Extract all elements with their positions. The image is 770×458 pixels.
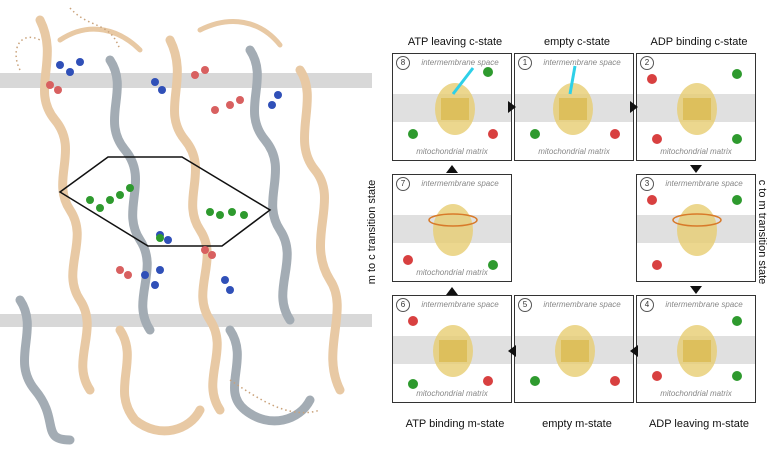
panel-state-3: 3 intermembrane space bbox=[636, 174, 756, 282]
state-number-5: 5 bbox=[518, 298, 532, 312]
residues-green bbox=[86, 184, 248, 242]
state-title-3: c to m transition state bbox=[756, 179, 768, 285]
matrix-label: mitochondrial matrix bbox=[660, 147, 732, 156]
state-title-2: ADP binding c-state bbox=[650, 36, 748, 48]
arrow-6-to-7 bbox=[446, 287, 458, 295]
protein-structure bbox=[0, 0, 375, 453]
intermembrane-label: intermembrane space bbox=[421, 179, 499, 188]
arrow-3-to-4 bbox=[690, 286, 702, 294]
matrix-label: mitochondrial matrix bbox=[416, 268, 488, 277]
state-title-6: ATP binding m-state bbox=[405, 418, 505, 430]
panel-state-4: 4 intermembrane space mitochondrial matr… bbox=[636, 295, 756, 403]
panel-state-1: 1 intermembrane space mitochondrial matr… bbox=[514, 53, 634, 161]
intermembrane-label: intermembrane space bbox=[421, 300, 499, 309]
panel-state-8: 8 intermembrane space mitochondrial matr… bbox=[392, 53, 512, 161]
matrix-label: mitochondrial matrix bbox=[538, 147, 610, 156]
membrane-band-bottom bbox=[0, 314, 372, 327]
residues-blue bbox=[56, 58, 282, 294]
residues-red bbox=[46, 66, 244, 279]
panel-state-5: 5 intermembrane space bbox=[514, 295, 634, 403]
state-title-8: ATP leaving c-state bbox=[407, 36, 503, 48]
panel-state-7: 7 intermembrane space mitochondrial matr… bbox=[392, 174, 512, 282]
matrix-label: mitochondrial matrix bbox=[660, 389, 732, 398]
state-title-1: empty c-state bbox=[543, 36, 611, 48]
arrow-1-to-2 bbox=[630, 101, 638, 113]
panel-state-6: 6 intermembrane space mitochondrial matr… bbox=[392, 295, 512, 403]
arrow-7-to-8 bbox=[446, 165, 458, 173]
disordered-loops bbox=[15, 7, 321, 414]
arrow-5-to-6 bbox=[508, 345, 516, 357]
intermembrane-label: intermembrane space bbox=[421, 58, 499, 67]
intermembrane-label: intermembrane space bbox=[543, 300, 621, 309]
state-title-5: empty m-state bbox=[542, 418, 612, 430]
membrane-band-top bbox=[0, 73, 372, 88]
intermembrane-label: intermembrane space bbox=[543, 58, 621, 67]
state-number-3: 3 bbox=[640, 177, 654, 191]
state-number-4: 4 bbox=[640, 298, 654, 312]
arrow-4-to-5 bbox=[630, 345, 638, 357]
state-number-6: 6 bbox=[396, 298, 410, 312]
binding-site-hexagon bbox=[58, 156, 272, 247]
matrix-label: mitochondrial matrix bbox=[416, 147, 488, 156]
helix-ribbons bbox=[15, 15, 345, 445]
intermembrane-label: intermembrane space bbox=[665, 300, 743, 309]
state-title-4: ADP leaving m-state bbox=[648, 418, 750, 430]
panel-state-2: 2 mitochondrial matrix bbox=[636, 53, 756, 161]
arrow-2-to-3 bbox=[690, 165, 702, 173]
state-number-8: 8 bbox=[396, 56, 410, 70]
state-title-7: m to c transition state bbox=[366, 179, 378, 285]
arrow-8-to-1 bbox=[508, 101, 516, 113]
matrix-label: mitochondrial matrix bbox=[416, 389, 488, 398]
state-number-1: 1 bbox=[518, 56, 532, 70]
state-number-2: 2 bbox=[640, 56, 654, 70]
intermembrane-label: intermembrane space bbox=[665, 179, 743, 188]
state-number-7: 7 bbox=[396, 177, 410, 191]
